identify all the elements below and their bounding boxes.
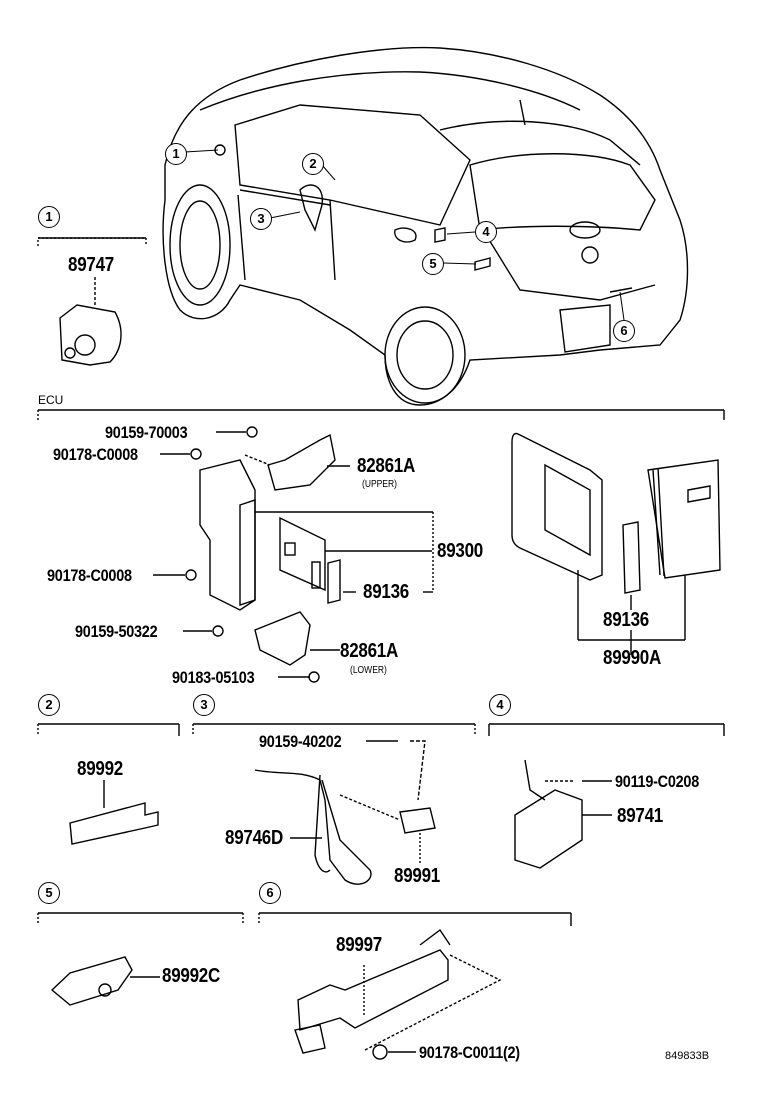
part-82861a-upper[interactable]: 82861A [357,455,416,477]
callout-2[interactable]: 2 [302,153,324,175]
part-90178-c0011[interactable]: 90178-C0011(2) [419,1043,520,1062]
part-90159-40202[interactable]: 90159-40202 [259,732,342,751]
part-89992[interactable]: 89992 [77,758,124,780]
bracket-lower-note: (LOWER) [350,665,387,676]
ecu-section-title: ECU [38,393,64,407]
part-90159-70003[interactable]: 90159-70003 [105,423,188,442]
part-89136-kit[interactable]: 89136 [603,609,650,631]
callout-5[interactable]: 5 [422,253,444,275]
part-89136-ecu[interactable]: 89136 [363,581,410,603]
callout-6[interactable]: 6 [613,320,635,342]
callout-1[interactable]: 1 [165,143,187,165]
part-90183-05103[interactable]: 90183-05103 [172,668,255,687]
section-2-art [37,723,180,845]
drawing-number: 849833B [665,1050,710,1062]
callout-4[interactable]: 4 [475,221,497,243]
part-89992c[interactable]: 89992C [162,965,221,987]
part-89746d[interactable]: 89746D [225,827,284,849]
part-90178-c0008-lower[interactable]: 90178-C0008 [47,566,132,585]
part-89747[interactable]: 89747 [68,254,115,276]
part-90159-50322[interactable]: 90159-50322 [75,622,158,641]
part-89300[interactable]: 89300 [437,540,484,562]
section-4-callout: 4 [489,694,511,716]
vehicle-illustration [162,46,689,406]
callout-leaders [184,149,625,321]
section-1-callout: 1 [38,206,60,228]
part-89990a[interactable]: 89990A [603,647,662,669]
section-3-art [192,723,476,885]
part-89997[interactable]: 89997 [336,934,383,956]
section-3-callout: 3 [193,694,215,716]
part-90178-c0008-upper[interactable]: 90178-C0008 [53,445,138,464]
section-5-callout: 5 [38,882,60,904]
part-89741[interactable]: 89741 [617,805,664,827]
bracket-upper-note: (UPPER) [362,479,397,490]
part-82861a-lower[interactable]: 82861A [340,640,399,662]
section-4-art [488,723,725,869]
section-6-callout: 6 [259,882,281,904]
section-5-art [37,912,244,1006]
section-1-art [37,237,147,366]
ecu-section-art [37,409,725,683]
section-2-callout: 2 [38,694,60,716]
part-90119-c0208[interactable]: 90119-C0208 [615,772,699,791]
callout-3[interactable]: 3 [250,208,272,230]
part-89991[interactable]: 89991 [394,865,441,887]
section-6-art [258,912,572,1060]
